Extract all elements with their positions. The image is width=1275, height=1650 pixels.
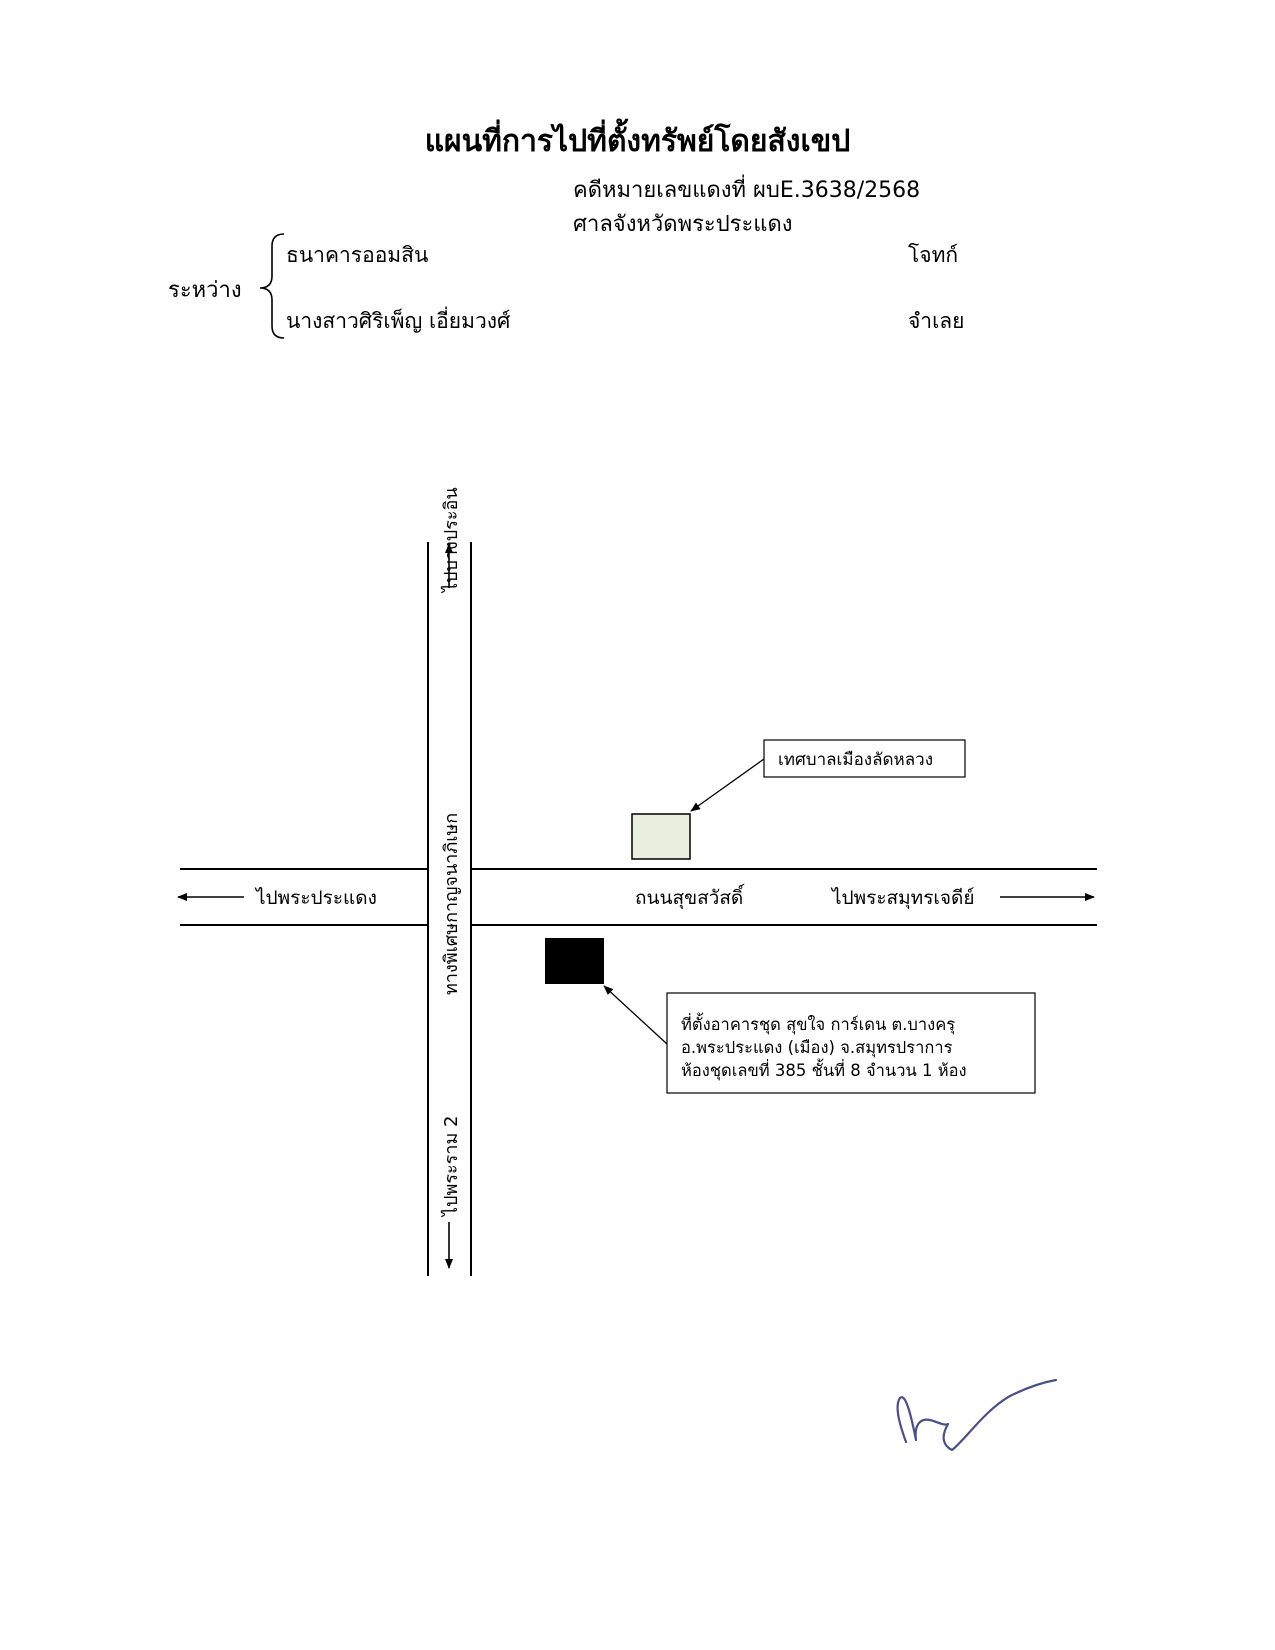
court-name: ศาลจังหวัดพระประแดง	[573, 212, 793, 237]
party-brace	[259, 233, 285, 339]
defendant-role: จำเลย	[908, 309, 965, 333]
to-east-label: ไปพระสมุทรเจดีย์	[830, 887, 975, 910]
to-south-label: ไปพระราม 2	[440, 1116, 462, 1219]
defendant-name: นางสาวศิริเพ็ญ เอี่ยมวงศ์	[286, 309, 511, 333]
landmark-label-box	[763, 739, 966, 778]
page-title: แผนที่การไปที่ตั้งทรัพย์โดยสังเขป	[424, 124, 851, 159]
signature	[896, 1378, 1058, 1452]
landmark-pointer	[690, 758, 765, 812]
between-label: ระหว่าง	[168, 278, 242, 303]
landmark-building	[631, 813, 691, 860]
plaintiff-role: โจทก์	[908, 243, 959, 267]
property-pointer	[603, 985, 668, 1045]
property-line-2: อ.พระประแดง (เมือง) จ.สมุทรปราการ	[681, 1038, 953, 1058]
horizontal-road-name: ถนนสุขสวัสดิ์	[635, 883, 745, 910]
vertical-road-name: ทางพิเศษกาญจนาภิเษก	[441, 813, 462, 995]
to-west-label: ไปพระประแดง	[254, 887, 377, 909]
property-line-1: ที่ตั้งอาคารชุด สุขใจ การ์เดน ต.บางครุ	[681, 1012, 955, 1035]
property-line-3: ห้องชุดเลขที่ 385 ชั้นที่ 8 จำนวน 1 ห้อง	[681, 1058, 967, 1081]
property-label-box	[666, 992, 1036, 1094]
case-number: คดีหมายเลขแดงที่ ผบE.3638/2568	[573, 178, 921, 203]
property-building	[545, 938, 604, 984]
to-north-label: ไปบางประอิน	[440, 487, 462, 594]
landmark-label: เทศบาลเมืองลัดหลวง	[778, 750, 933, 770]
plaintiff-name: ธนาคารออมสิน	[286, 243, 429, 267]
